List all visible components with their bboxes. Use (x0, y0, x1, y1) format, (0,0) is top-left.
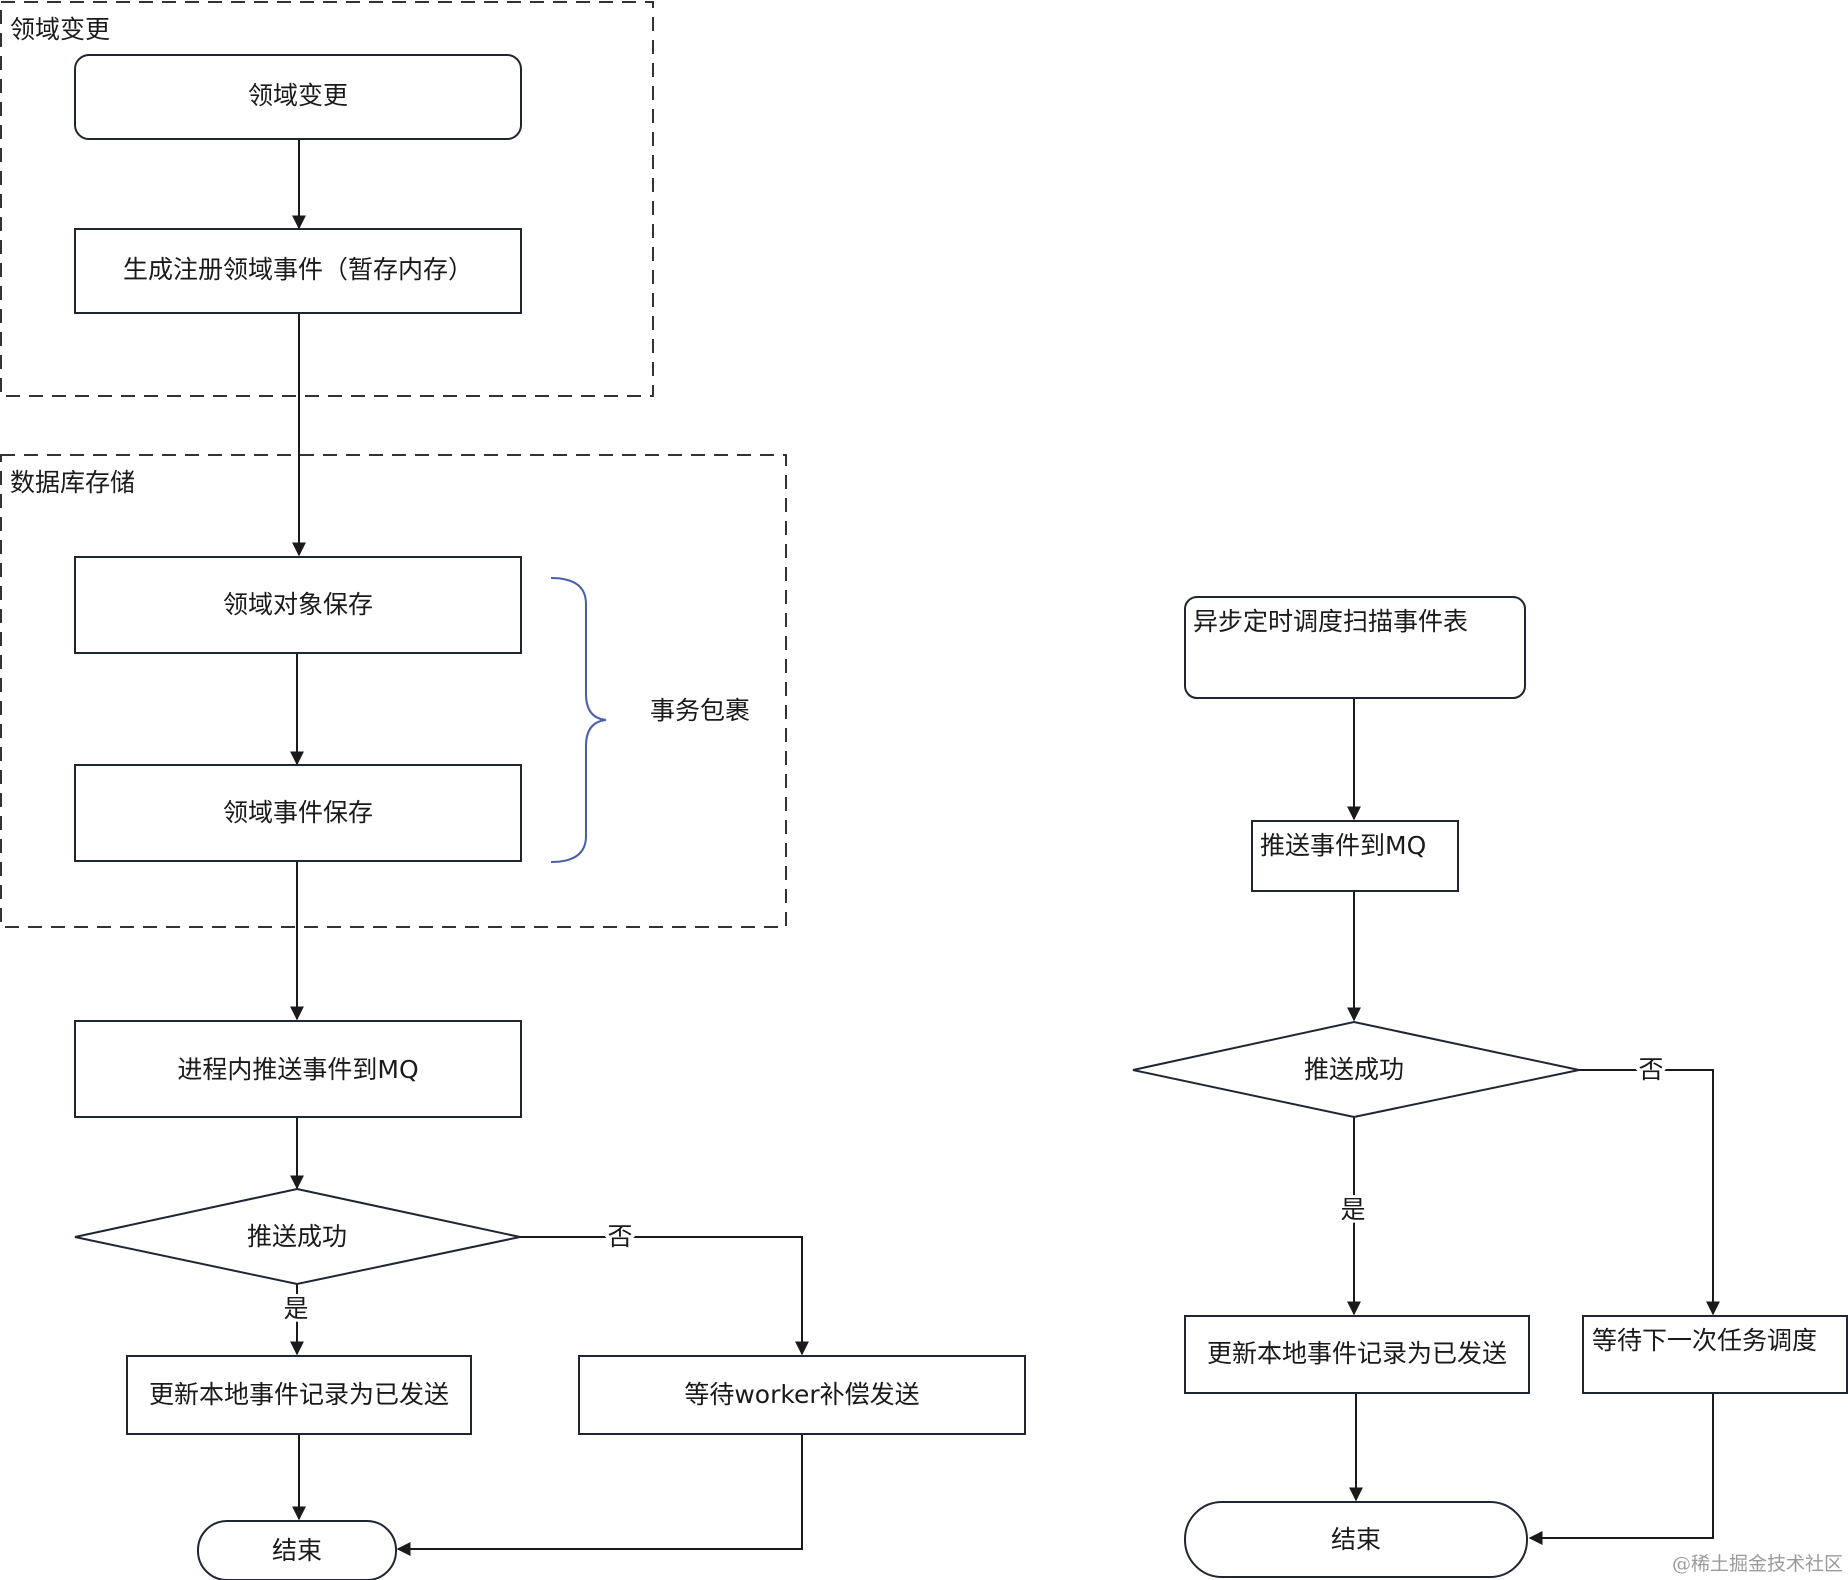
svg-text:等待下一次任务调度: 等待下一次任务调度 (1592, 1326, 1817, 1355)
label-no-right: 否 (1638, 1055, 1663, 1084)
node-push-mq-right: 推送事件到MQ (1251, 820, 1459, 892)
watermark: @稀土掘金技术社区 (1672, 1553, 1843, 1575)
left-flow-edges (290, 139, 809, 1556)
node-end-left: 结束 (197, 1520, 397, 1580)
node-push-mq: 进程内推送事件到MQ (74, 1020, 522, 1118)
node-scan-table: 异步定时调度扫描事件表 (1184, 596, 1526, 699)
group-db-storage: 数据库存储 (0, 454, 787, 928)
label-no-left: 否 (607, 1222, 632, 1251)
group-domain-change: 领域变更 (0, 1, 654, 397)
svg-text:生成注册领域事件（暂存内存）: 生成注册领域事件（暂存内存） (123, 255, 473, 284)
transaction-brace: 事务包裹 (550, 577, 750, 863)
svg-text:等待worker补偿发送: 等待worker补偿发送 (684, 1380, 919, 1409)
node-generate-event: 生成注册领域事件（暂存内存） (74, 228, 522, 314)
svg-text:结束: 结束 (272, 1536, 322, 1565)
svg-text:更新本地事件记录为已发送: 更新本地事件记录为已发送 (149, 1380, 449, 1409)
node-domain-change: 领域变更 (74, 54, 522, 140)
node-save-object: 领域对象保存 (74, 556, 522, 654)
edge-decision-no-right (1579, 1069, 1720, 1316)
transaction-label: 事务包裹 (650, 696, 750, 725)
decision-push-success-right: 推送成功 (1132, 1020, 1580, 1119)
right-flow-edges (1347, 698, 1720, 1545)
node-wait-worker: 等待worker补偿发送 (578, 1355, 1026, 1435)
node-wait-next: 等待下一次任务调度 (1582, 1315, 1848, 1394)
svg-text:推送成功: 推送成功 (247, 1222, 347, 1251)
svg-text:结束: 结束 (1331, 1525, 1381, 1554)
node-mark-sent-right: 更新本地事件记录为已发送 (1184, 1315, 1530, 1394)
group-db-storage-title: 数据库存储 (10, 468, 135, 497)
label-yes-right: 是 (1340, 1195, 1365, 1224)
node-mark-sent-left: 更新本地事件记录为已发送 (126, 1355, 472, 1435)
label-yes-left: 是 (283, 1294, 308, 1323)
edge-wait-next-to-end (1528, 1393, 1714, 1545)
edge-wait-to-end (396, 1434, 803, 1556)
svg-text:更新本地事件记录为已发送: 更新本地事件记录为已发送 (1207, 1339, 1507, 1368)
node-end-right: 结束 (1184, 1501, 1528, 1578)
svg-text:推送事件到MQ: 推送事件到MQ (1260, 831, 1426, 860)
svg-text:领域事件保存: 领域事件保存 (223, 798, 373, 827)
svg-text:领域变更: 领域变更 (248, 81, 348, 110)
svg-text:进程内推送事件到MQ: 进程内推送事件到MQ (177, 1055, 418, 1084)
svg-text:领域对象保存: 领域对象保存 (223, 590, 373, 619)
edge-decision-no (520, 1236, 809, 1356)
svg-text:推送成功: 推送成功 (1304, 1055, 1404, 1084)
group-domain-change-title: 领域变更 (10, 15, 110, 44)
node-save-event: 领域事件保存 (74, 764, 522, 862)
svg-text:异步定时调度扫描事件表: 异步定时调度扫描事件表 (1193, 607, 1468, 636)
decision-push-success: 推送成功 (74, 1187, 521, 1286)
